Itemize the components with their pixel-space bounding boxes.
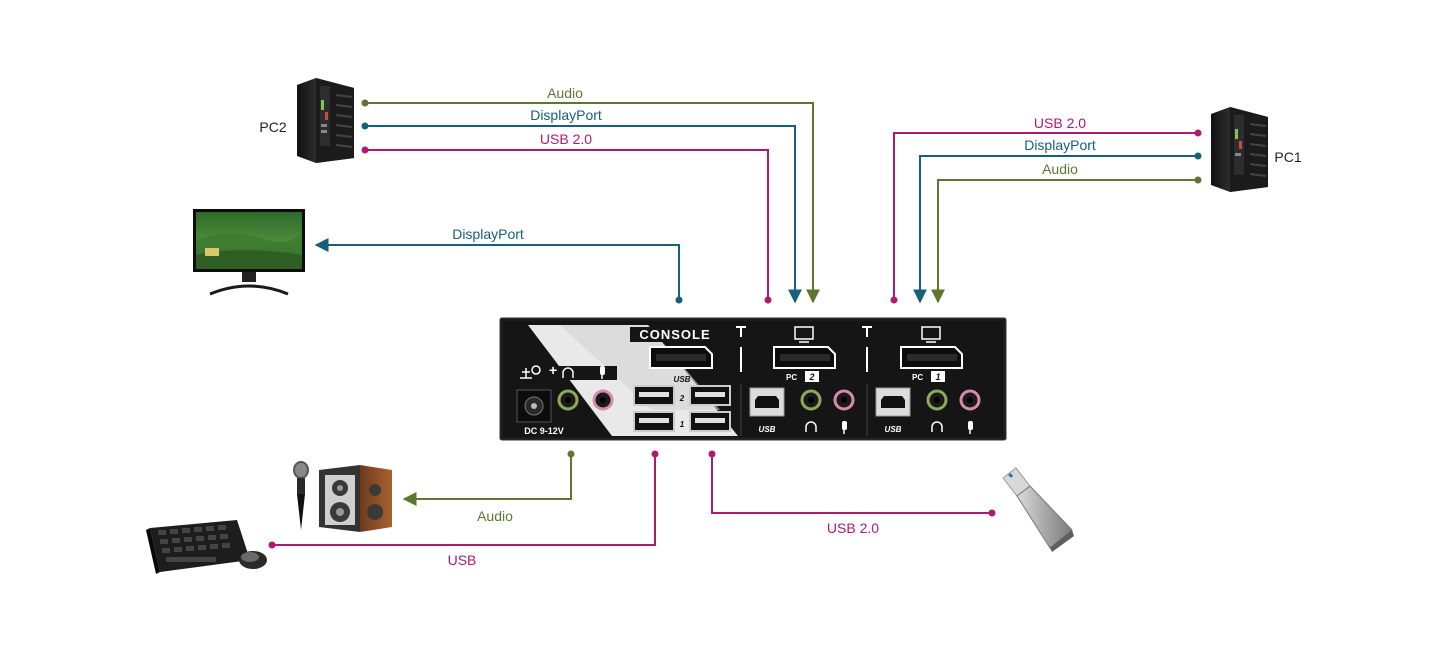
pc1-usb-dot-end xyxy=(890,296,898,304)
divider-icon xyxy=(736,326,872,436)
pc2-computer: PC2 xyxy=(259,78,354,163)
pc1-audio-line xyxy=(931,179,1198,304)
console-displayport-port xyxy=(649,346,713,369)
monitor-displayport-dot xyxy=(675,296,683,304)
speaker-audio-label: Audio xyxy=(477,508,513,524)
pc1-usb-label: USB 2.0 xyxy=(1034,115,1086,131)
microphone-icon xyxy=(842,421,847,434)
pc2-audio-line xyxy=(365,102,820,304)
usb-port-2-label: 2 xyxy=(679,394,685,403)
pc1-usb-dot-start xyxy=(1194,129,1202,137)
console-label-bg xyxy=(630,327,720,342)
pc1-usb-connection: USB 2.0 xyxy=(890,115,1202,304)
console-usb-a-ports xyxy=(633,385,731,432)
pc2-usb-dot-end xyxy=(764,296,772,304)
pc2-panel-label: PC xyxy=(786,373,797,382)
pc1-audio-connection: Audio xyxy=(931,161,1202,304)
display-icon xyxy=(794,326,814,343)
pc2-panel-num: 2 xyxy=(808,372,814,382)
pc1-displayport-port xyxy=(900,346,963,369)
pc2-usb-dot-start xyxy=(361,146,369,154)
monitor-displayport-label: DisplayPort xyxy=(452,226,524,242)
power-icon xyxy=(520,365,541,379)
pc1-audio-label: Audio xyxy=(1042,161,1078,177)
pc1-audio-dot xyxy=(1194,176,1202,184)
speaker-audio-connection: Audio xyxy=(402,450,575,524)
pc1-usb-b-label: USB xyxy=(885,425,902,434)
computer-tower-icon xyxy=(297,78,354,163)
pc2-displayport-label: DisplayPort xyxy=(530,107,602,123)
pc2-audio-label: Audio xyxy=(547,85,583,101)
keyboard-usb-dot-end xyxy=(268,541,276,549)
flash-usb-dot-start xyxy=(708,450,716,458)
console-headphone-jack xyxy=(557,389,579,411)
pc2-label: PC2 xyxy=(259,119,286,135)
monitor-icon xyxy=(193,209,305,296)
monitor-displayport-line xyxy=(314,238,680,300)
pc2-audio-dot xyxy=(361,99,369,107)
microphone-icon xyxy=(293,461,309,530)
microphone-icon xyxy=(968,421,973,434)
headphone-icon xyxy=(931,421,943,432)
kvm-switch-panel: CONSOLE USB + DC 9-12V xyxy=(499,317,1007,441)
pc2-usb-line xyxy=(365,149,769,300)
pc1-displayport-dot xyxy=(1194,152,1202,160)
usb-flash-drive-icon xyxy=(1002,467,1074,552)
headphone-icon xyxy=(562,367,574,378)
flash-usb-line xyxy=(711,454,992,514)
pc2-audio-connection: Audio xyxy=(361,85,820,304)
flash-usb-label: USB 2.0 xyxy=(827,520,879,536)
pc1-computer: PC1 xyxy=(1211,107,1302,192)
keyboard-usb-dot-start xyxy=(651,450,659,458)
pc1-displayport-connection: DisplayPort xyxy=(913,137,1202,304)
dc-power-jack xyxy=(516,389,552,423)
flash-usb-connection: USB 2.0 xyxy=(708,450,996,536)
speaker-audio-dot xyxy=(567,450,575,458)
pc1-displayport-line xyxy=(913,155,1198,304)
pc2-displayport-line xyxy=(365,125,802,304)
mouse-icon xyxy=(239,551,267,569)
speaker-icon xyxy=(319,465,392,532)
pc1-mic-jack xyxy=(959,389,981,411)
monitor-displayport-connection: DisplayPort xyxy=(314,226,683,304)
pc1-headphone-jack xyxy=(926,389,948,411)
keyboard-icon xyxy=(146,520,250,574)
pc2-mic-jack xyxy=(833,389,855,411)
usb-port-1-label: 1 xyxy=(680,420,685,429)
pc1-usb-line xyxy=(893,132,1198,300)
pc1-panel-num: 1 xyxy=(935,372,940,382)
computer-tower-icon xyxy=(1211,107,1268,192)
console-mic-jack xyxy=(592,389,614,411)
keyboard-usb-label: USB xyxy=(448,552,477,568)
headphone-icon xyxy=(805,421,817,432)
console-label: CONSOLE xyxy=(639,327,710,342)
speaker-audio-line xyxy=(402,454,572,506)
pc2-displayport-port xyxy=(773,346,836,369)
pc2-usb-b-port xyxy=(749,387,785,417)
keyboard-usb-line xyxy=(272,454,656,546)
pc1-panel-label: PC xyxy=(912,373,923,382)
display-icon xyxy=(921,326,941,343)
pc2-displayport-connection: DisplayPort xyxy=(361,107,802,304)
pc2-displayport-dot xyxy=(361,122,369,130)
console-usb-label: USB xyxy=(674,375,691,384)
pc1-label: PC1 xyxy=(1274,149,1301,165)
pc2-headphone-jack xyxy=(800,389,822,411)
pc1-displayport-label: DisplayPort xyxy=(1024,137,1096,153)
pc2-usb-connection: USB 2.0 xyxy=(361,131,772,304)
keyboard-usb-connection: USB xyxy=(268,450,659,568)
pc2-usb-b-label: USB xyxy=(759,425,776,434)
power-plus: + xyxy=(549,362,557,378)
pc1-usb-b-port xyxy=(875,387,911,417)
pc2-usb-label: USB 2.0 xyxy=(540,131,592,147)
microphone-icon xyxy=(600,366,605,379)
dc-label: DC 9-12V xyxy=(524,426,564,436)
flash-usb-dot-end xyxy=(988,509,996,517)
